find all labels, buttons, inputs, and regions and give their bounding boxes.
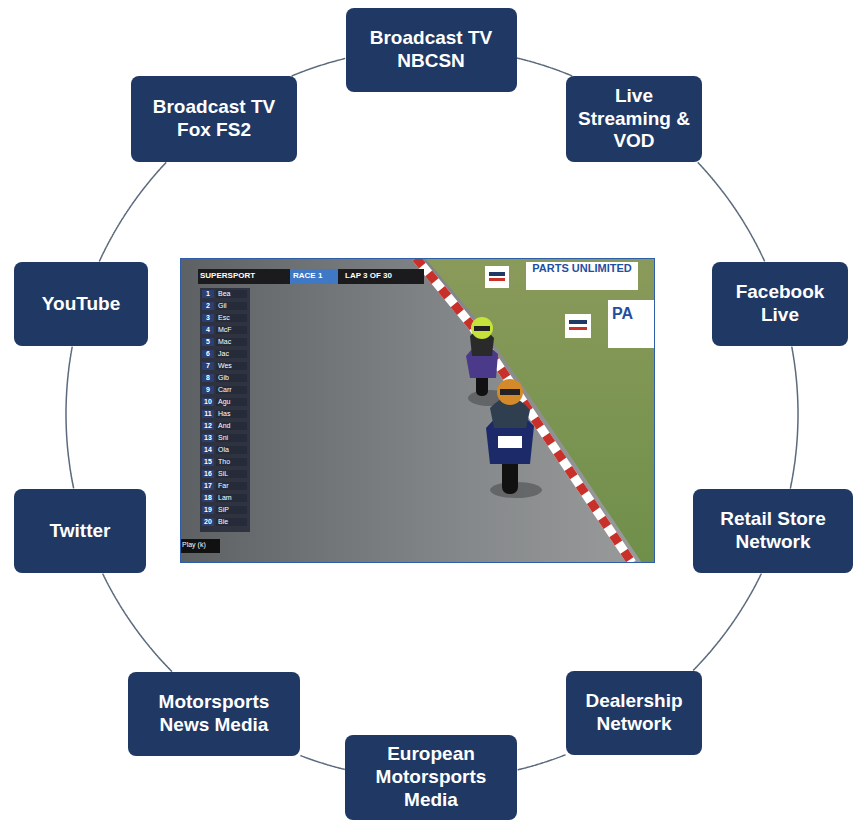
channel-label: Broadcast TV Fox FS2 xyxy=(137,96,291,142)
channel-box: Broadcast TV Fox FS2 xyxy=(131,76,297,162)
channel-label: Retail Store Network xyxy=(699,508,847,554)
position-number: 15 xyxy=(202,458,214,466)
position-number: 10 xyxy=(202,398,214,406)
channel-label: YouTube xyxy=(42,293,120,316)
sponsor-sign: PARTS UNLIMITED xyxy=(528,263,636,275)
position-number: 19 xyxy=(202,506,214,514)
sponsor-sign: PA xyxy=(612,304,633,323)
rider-name: Gib xyxy=(216,374,247,382)
ring-connector xyxy=(103,574,172,672)
channel-box: Facebook Live xyxy=(712,262,848,346)
channel-box: YouTube xyxy=(14,262,148,346)
rider-name: Has xyxy=(216,410,247,418)
ring-connector xyxy=(698,162,765,261)
channel-box: Twitter xyxy=(14,489,146,573)
rider-name: SiP xyxy=(216,506,247,514)
rider-name: McF xyxy=(216,326,247,334)
ring-connector xyxy=(292,58,346,76)
rider-name: Far xyxy=(216,482,247,490)
player-hint: Play (k) xyxy=(182,541,206,549)
channel-box: European Motorsports Media xyxy=(345,735,517,820)
rider-name: Bea xyxy=(216,290,247,298)
channel-box: Motorsports News Media xyxy=(128,672,300,756)
position-number: 11 xyxy=(202,410,214,418)
position-number: 14 xyxy=(202,446,214,454)
lap-counter: LAP 3 OF 30 xyxy=(345,271,392,281)
rider-name: Ola xyxy=(216,446,247,454)
ring-connector xyxy=(693,574,761,671)
channel-label: Broadcast TV NBCSN xyxy=(352,27,511,73)
rider-name: Lam xyxy=(216,494,247,502)
position-number: 2 xyxy=(202,302,214,310)
position-number: 13 xyxy=(202,434,214,442)
channel-label: Twitter xyxy=(50,520,111,543)
race-photo xyxy=(180,258,655,563)
position-number: 5 xyxy=(202,338,214,346)
rider-name: Wes xyxy=(216,362,247,370)
ring-connector xyxy=(518,755,566,770)
position-number: 8 xyxy=(202,374,214,382)
rider-name: Bie xyxy=(216,518,247,526)
position-number: 17 xyxy=(202,482,214,490)
ring-connector xyxy=(300,756,344,770)
channel-label: Motorsports News Media xyxy=(134,691,294,737)
rider-name: Sni xyxy=(216,434,247,442)
channel-box: Live Streaming & VOD xyxy=(566,76,702,162)
ring-connector xyxy=(66,347,74,489)
rider-name: Esc xyxy=(216,314,247,322)
ring-connector xyxy=(517,58,572,76)
channel-label: Facebook Live xyxy=(718,281,842,327)
rider-name: Tho xyxy=(216,458,247,466)
position-number: 16 xyxy=(202,470,214,478)
series-name: SUPERSPORT xyxy=(200,271,255,281)
channel-box: Broadcast TV NBCSN xyxy=(346,8,517,92)
position-number: 3 xyxy=(202,314,214,322)
rider-name: Gil xyxy=(216,302,247,310)
rider-name: SiL xyxy=(216,470,247,478)
position-number: 6 xyxy=(202,350,214,358)
rider-name: Carr xyxy=(216,386,247,394)
rider-name: And xyxy=(216,422,247,430)
position-number: 18 xyxy=(202,494,214,502)
channel-box: Retail Store Network xyxy=(693,489,853,573)
position-number: 7 xyxy=(202,362,214,370)
ring-connector xyxy=(790,347,798,489)
position-number: 4 xyxy=(202,326,214,334)
race-number: RACE 1 xyxy=(293,271,322,281)
position-number: 9 xyxy=(202,386,214,394)
channel-label: Live Streaming & VOD xyxy=(572,85,696,153)
channel-label: European Motorsports Media xyxy=(351,743,511,811)
rider-name: Agu xyxy=(216,398,247,406)
position-number: 1 xyxy=(202,290,214,298)
rider-name: Jac xyxy=(216,350,247,358)
rider-name: Mac xyxy=(216,338,247,346)
channel-box: Dealership Network xyxy=(566,671,702,755)
position-number: 20 xyxy=(202,518,214,526)
position-number: 12 xyxy=(202,422,214,430)
channel-label: Dealership Network xyxy=(572,690,696,736)
ring-connector xyxy=(99,162,166,261)
